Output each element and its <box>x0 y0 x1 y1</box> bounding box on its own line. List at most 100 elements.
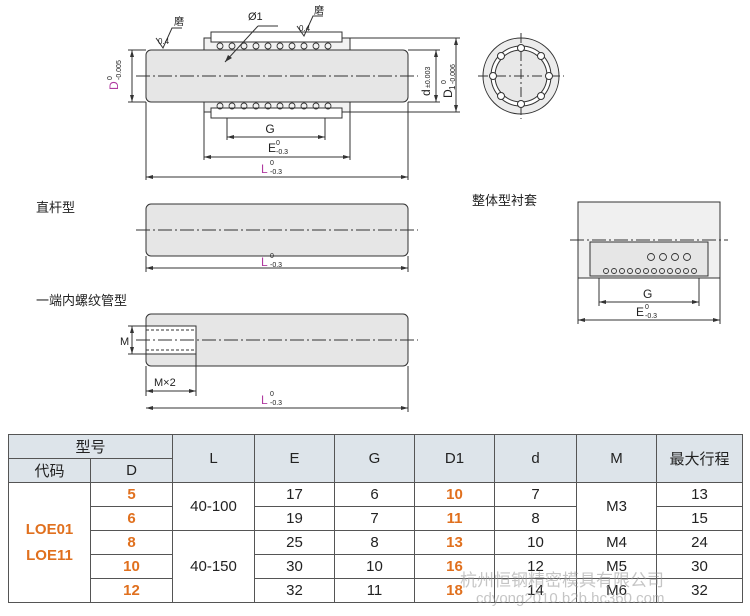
straight-L-tol-lower: -0.3 <box>270 262 282 269</box>
ball-row-top <box>216 42 332 50</box>
cell-stroke: 15 <box>656 506 743 531</box>
table-row: 8 40-150 25 8 13 10 M4 24 <box>9 530 743 603</box>
header-L: L <box>172 434 255 483</box>
cell-stroke: 13 <box>656 482 743 507</box>
cell-G: 6 <box>334 482 415 507</box>
dim-D-tol-upper: 0 <box>107 76 114 80</box>
grind-symbol-left <box>155 27 182 50</box>
bushing-dim-G-label: G <box>643 287 652 301</box>
straight-L-tol-upper: 0 <box>270 253 274 260</box>
dim-d-tol: ±0.003 <box>425 67 432 88</box>
table-row: 6 19 7 11 8 15 <box>9 506 743 531</box>
watermark-url: cdyong2010.b2b.hc360.com <box>476 590 665 607</box>
cell-G: 10 <box>334 554 415 579</box>
dim-D-label: D <box>107 81 121 90</box>
roughness-label-right: 0.4 <box>299 24 311 33</box>
header-D: D <box>90 458 173 483</box>
cell-M: M3 <box>576 482 657 531</box>
cell-D1: 10 <box>414 482 495 507</box>
bushing-type-label: 整体型衬套 <box>472 193 537 208</box>
cell-stroke: 24 <box>656 530 743 555</box>
dim-L-tol-lower: -0.3 <box>270 169 282 176</box>
cell-E: 30 <box>254 554 335 579</box>
dim-L-tol-upper: 0 <box>270 160 274 167</box>
table-row: LOE01 LOE11 5 40-100 17 6 10 7 M3 13 <box>8 482 743 603</box>
cell-E: 25 <box>254 530 335 555</box>
cell-d: 14 <box>494 578 577 603</box>
cell-E: 32 <box>254 578 335 603</box>
header-stroke: 最大行程 <box>656 434 743 483</box>
roughness-label-left: 0.4 <box>158 37 170 46</box>
dim-E-tol-upper: 0 <box>276 140 280 147</box>
cell-G: 7 <box>334 506 415 531</box>
cell-G: 8 <box>334 530 415 555</box>
cell-D: 5 <box>90 482 173 507</box>
bushing-E-tol-lower: -0.3 <box>645 313 657 320</box>
cell-d: 7 <box>494 482 577 507</box>
grind-label-right: 磨 <box>314 5 324 17</box>
straight-dim-L-label: L <box>261 255 268 269</box>
cell-M: M5 <box>576 554 657 579</box>
spec-table: 型号 L E G D1 d M 最大行程 代码 D LOE01 LOE11 5 … <box>8 434 743 603</box>
header-d: d <box>494 434 577 483</box>
cell-M: M4 <box>576 530 657 555</box>
header-G: G <box>334 434 415 483</box>
threaded-type-label: 一端内螺纹管型 <box>36 293 127 308</box>
dim-Mx2-label: M×2 <box>154 377 176 389</box>
table-row: 12 32 11 18 14 M6 32 <box>9 578 743 603</box>
cell-D1: 18 <box>414 578 495 603</box>
header-D1: D1 <box>414 434 495 483</box>
phi1-leader <box>224 25 259 63</box>
threaded-L-tol-upper: 0 <box>270 391 274 398</box>
dim-E-label: E <box>268 141 276 155</box>
cell-d: 8 <box>494 506 577 531</box>
ball-row-bottom <box>216 102 332 110</box>
model-code: LOE11 <box>26 546 73 564</box>
dim-D1-tol: -0.006 <box>450 64 457 84</box>
dim-L-label: L <box>261 162 268 176</box>
cell-D: 12 <box>90 578 173 603</box>
bushing-E-tol-upper: 0 <box>645 304 649 311</box>
cell-d: 10 <box>494 530 577 555</box>
bushing-dim-E-label: E <box>636 305 644 319</box>
cell-D1: 16 <box>414 554 495 579</box>
header-M: M <box>576 434 657 483</box>
dim-G-label: G <box>265 122 274 136</box>
cell-E: 17 <box>254 482 335 507</box>
cell-stroke: 32 <box>656 578 743 603</box>
cell-G: 11 <box>334 578 415 603</box>
dim-M-label: M <box>120 336 129 348</box>
dim-E-tol-lower: -0.3 <box>276 149 288 156</box>
end-view <box>478 33 564 119</box>
sleeve-bottom-flange <box>210 107 343 119</box>
cell-L: 40-100 <box>172 482 255 531</box>
cell-D1: 11 <box>414 506 495 531</box>
header-E: E <box>254 434 335 483</box>
straight-type-label: 直杆型 <box>36 200 75 215</box>
header-model: 型号 <box>8 434 173 459</box>
cell-D: 8 <box>90 530 173 555</box>
cell-stroke: 30 <box>656 554 743 579</box>
dim-D1-label: D <box>441 89 455 98</box>
cell-D1: 13 <box>414 530 495 555</box>
dim-D1-tol-upper: 0 <box>441 80 448 84</box>
cell-D: 6 <box>90 506 173 531</box>
model-code: LOE01 <box>25 520 74 538</box>
cell-E: 19 <box>254 506 335 531</box>
technical-drawing: Ø1 磨 磨 0.4 0.4 G E 0 -0.3 L 0 -0.3 D 0 -… <box>36 5 728 412</box>
dim-D-tol: -0.005 <box>116 60 123 80</box>
threaded-L-tol-lower: -0.3 <box>270 400 282 407</box>
phi1-label: Ø1 <box>248 11 263 23</box>
table-row: 10 30 10 16 12 M5 30 <box>9 554 743 579</box>
dim-d-label: d <box>419 89 433 96</box>
threaded-dim-L-label: L <box>261 393 268 407</box>
grind-symbol-right <box>296 15 323 38</box>
model-code-cell: LOE01 LOE11 <box>8 482 91 603</box>
header-code: 代码 <box>8 458 91 483</box>
cell-L: 40-150 <box>172 530 255 603</box>
cell-D: 10 <box>90 554 173 579</box>
sleeve-top-flange <box>210 31 343 43</box>
watermark-company: 杭州恒钢精密模具有限公司 <box>460 571 664 590</box>
grind-label-left: 磨 <box>174 16 184 28</box>
dim-D1-sub: 1 <box>448 85 457 90</box>
